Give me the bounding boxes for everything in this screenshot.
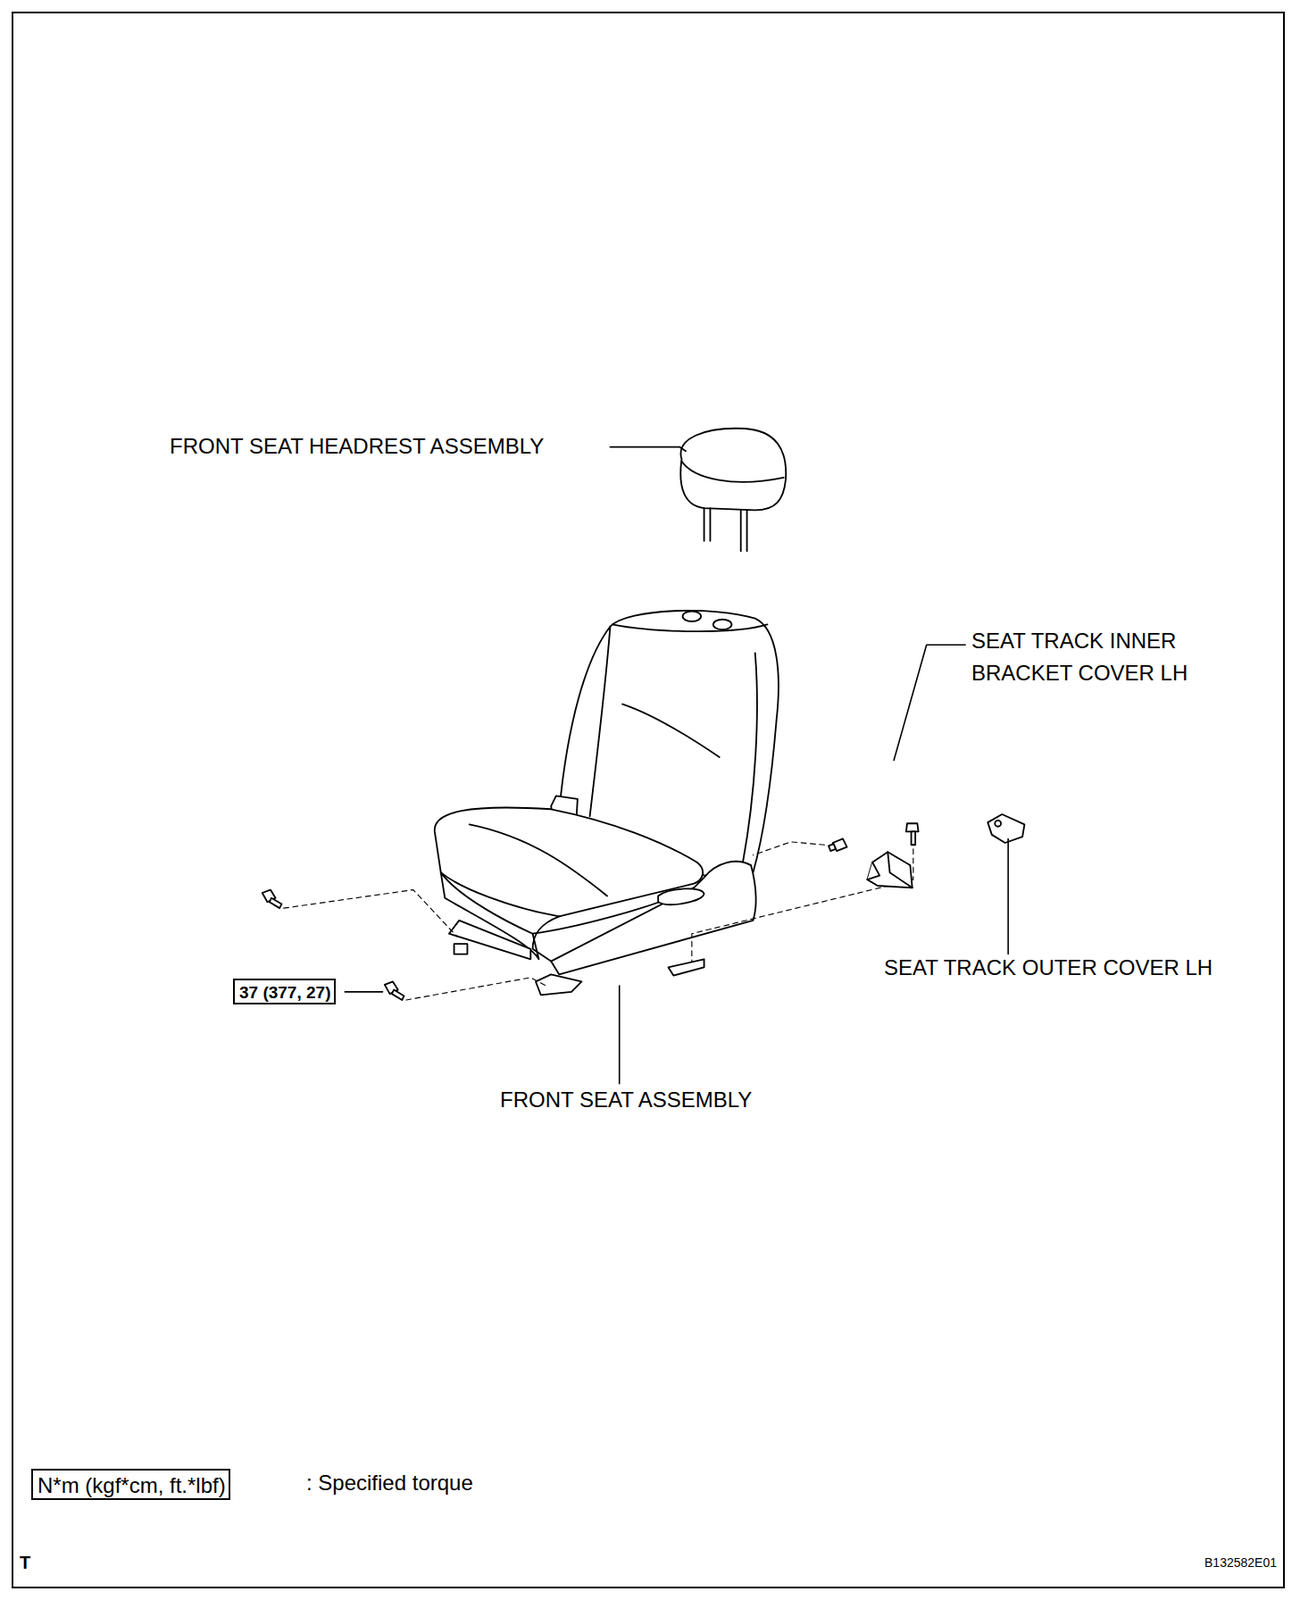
inner-bracket-cover-drawing bbox=[866, 851, 912, 888]
leader-line bbox=[1007, 838, 1009, 954]
headrest-drawing bbox=[680, 428, 786, 551]
part-name: SEAT TRACK OUTER COVER LH bbox=[883, 955, 1213, 981]
torque-box: 37 (377, 27) bbox=[233, 978, 336, 1005]
outer-cover-drawing bbox=[987, 814, 1025, 843]
leader-line bbox=[618, 985, 621, 1084]
page-frame bbox=[12, 12, 1284, 1588]
leader-line bbox=[609, 447, 686, 452]
part-name: SEAT TRACK INNER BRACKET COVER LH bbox=[971, 625, 1240, 690]
unit-key-box: N*m (kgf*cm, ft.*lbf) bbox=[31, 1468, 231, 1500]
part-name: FRONT SEAT HEADREST ASSEMBLY bbox=[169, 433, 544, 459]
leader-line bbox=[344, 991, 383, 993]
part-name: FRONT SEAT ASSEMBLY bbox=[500, 1087, 752, 1113]
figure-code: B132582E01 bbox=[1204, 1555, 1277, 1571]
box-text: N*m (kgf*cm, ft.*lbf) bbox=[37, 1472, 225, 1499]
leader-line bbox=[893, 644, 966, 760]
box-text: 37 (377, 27) bbox=[239, 982, 330, 1003]
page-mark: T bbox=[19, 1551, 31, 1574]
seat-drawing bbox=[434, 610, 779, 995]
legend-note: : Specified torque bbox=[306, 1470, 474, 1496]
dashed-guide bbox=[283, 841, 914, 1000]
bolt-symbol bbox=[262, 823, 919, 1000]
